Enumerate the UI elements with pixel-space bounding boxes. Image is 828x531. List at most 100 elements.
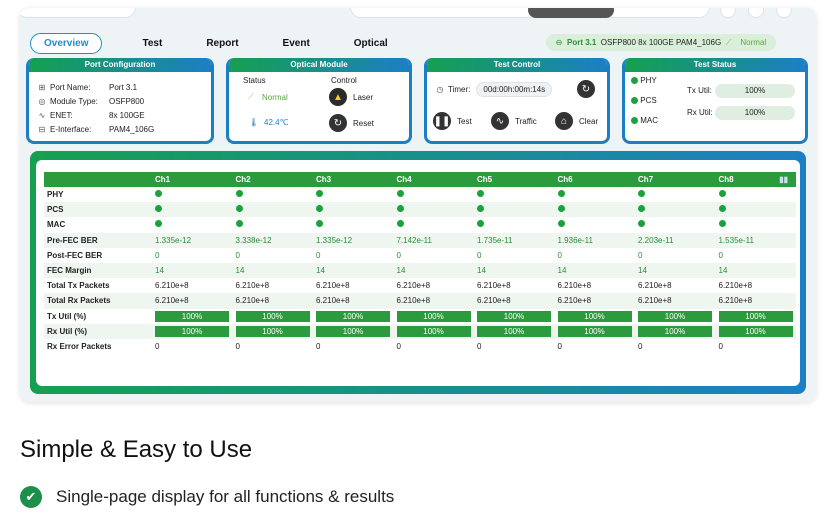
timer-refresh-icon[interactable]: ↻ <box>577 80 595 98</box>
status-item: PCS <box>640 96 657 105</box>
value-cell: 6.210e+8 <box>474 293 555 309</box>
chart-icon[interactable]: ▮▮ <box>779 175 788 184</box>
value-cell: 0 <box>638 250 643 260</box>
status-dot <box>396 220 404 228</box>
status-cell <box>554 202 635 218</box>
status-cell <box>232 202 313 218</box>
value-cell: 6.210e+8 <box>715 293 796 309</box>
value-cell: 14 <box>393 262 474 279</box>
status-dot <box>155 220 162 228</box>
util-cell: 100% <box>554 323 635 339</box>
util-bar: 100% <box>477 310 551 322</box>
table-row: Total Tx Packets 6.210e+8 6.210e+8 6.210e+8… <box>44 278 796 293</box>
value-cell: 6.210e+8 <box>393 293 474 309</box>
tab-report[interactable]: Report <box>206 37 239 49</box>
config-value: Port 3.1 <box>109 82 138 92</box>
row-label: Rx Util (%) <box>44 323 152 339</box>
row-label: MAC <box>47 220 66 230</box>
test-control-panel: Test Control ◷ Timer: 00d:00h:00m:14s ↻ … <box>424 58 610 144</box>
row-label: Tx Util (%) <box>47 311 87 321</box>
util-cell: 100% <box>555 309 636 324</box>
status-dot <box>638 220 645 228</box>
laser-button[interactable]: ▲ Laser <box>329 88 373 106</box>
value-cell: 6.210e+8 <box>557 281 592 291</box>
control-heading: Control <box>331 76 357 85</box>
status-dot <box>638 205 645 213</box>
tab-overview[interactable]: Overview <box>30 32 103 54</box>
util-bar: 100% <box>557 325 632 337</box>
reset-button[interactable]: ↻ Reset <box>329 114 374 132</box>
traffic-icon: ∿ <box>491 112 509 130</box>
value-cell: 14 <box>715 262 796 279</box>
interface-icon: ⊟ <box>38 124 46 134</box>
traffic-label: Traffic <box>515 116 537 126</box>
row-label: Total Tx Packets <box>47 281 110 291</box>
status-cell <box>152 187 233 202</box>
top-search-pill[interactable] <box>20 8 136 18</box>
value-cell: 1.335e-12 <box>313 232 394 248</box>
table-row: PHY <box>44 187 796 202</box>
status-dot <box>557 205 565 213</box>
status-dot <box>235 220 243 228</box>
status-dot <box>235 190 243 198</box>
top-toggle[interactable] <box>528 8 614 18</box>
status-cell <box>152 217 233 232</box>
value-cell: 6.210e+8 <box>718 281 753 291</box>
value-cell: 14 <box>232 262 313 279</box>
value-cell: 14 <box>152 262 233 279</box>
util-cell: 100% <box>635 309 716 324</box>
channel-header-label: Ch2 <box>235 175 251 184</box>
util-bar: 100% <box>396 310 471 322</box>
status-cell <box>555 187 636 202</box>
util-cell: 100% <box>474 323 555 339</box>
check-icon: ✔ <box>20 486 42 508</box>
channel-header-label: Ch1 <box>155 175 171 184</box>
tab-optical[interactable]: Optical <box>353 37 388 49</box>
channel-header: Ch1 <box>152 172 233 187</box>
traffic-button[interactable]: ∿ Traffic <box>491 112 537 130</box>
top-dot-button[interactable] <box>748 8 764 18</box>
value-cell: 6.210e+8 <box>554 293 635 309</box>
util-cell: 100% <box>394 309 475 324</box>
value-cell: 0 <box>235 341 240 351</box>
table-row: Rx Util (%)100%100%100%100%100%100%100%1… <box>44 323 796 339</box>
test-button[interactable]: ❚❚ Test <box>433 112 472 130</box>
status-dot <box>718 190 726 198</box>
value-cell: 6.210e+8 <box>638 281 672 291</box>
clear-button[interactable]: ⌂ Clear <box>555 112 598 130</box>
top-dot-button[interactable] <box>720 8 736 18</box>
top-dot-button[interactable] <box>776 8 792 18</box>
row-label: FEC Margin <box>44 262 152 279</box>
value-cell: 0 <box>396 250 401 260</box>
timer-label: Timer: <box>448 85 471 94</box>
channel-header: Ch5 <box>474 172 555 187</box>
value-cell: 6.210e+8 <box>152 293 233 309</box>
util-bar: 100% <box>316 310 390 322</box>
optical-status-value: Normal <box>262 92 288 102</box>
value-cell: 6.210e+8 <box>155 281 189 291</box>
status-dot <box>155 205 162 213</box>
value-cell: 0 <box>718 341 723 351</box>
channel-header: Ch7 <box>635 172 716 187</box>
status-cell <box>313 217 394 232</box>
value-cell: 2.203e-11 <box>635 232 716 248</box>
row-label: Total Rx Packets <box>44 293 152 309</box>
channel-header: Ch2 <box>232 172 313 187</box>
status-cell <box>555 217 636 232</box>
value-cell: 6.210e+8 <box>396 281 431 291</box>
value-cell: 6.210e+8 <box>635 293 716 309</box>
rx-util-label: Rx Util: <box>687 108 713 117</box>
config-value: OSFP800 <box>109 96 145 106</box>
channel-header-label: Ch6 <box>557 175 573 184</box>
value-cell: 0 <box>235 250 240 260</box>
warning-icon: ▲ <box>329 88 347 106</box>
reset-label: Reset <box>353 118 374 128</box>
laser-icon: ⟋ <box>725 37 732 47</box>
tab-test[interactable]: Test <box>142 37 163 49</box>
tab-event[interactable]: Event <box>282 37 310 49</box>
temperature-value: 42.4℃ <box>264 118 289 127</box>
